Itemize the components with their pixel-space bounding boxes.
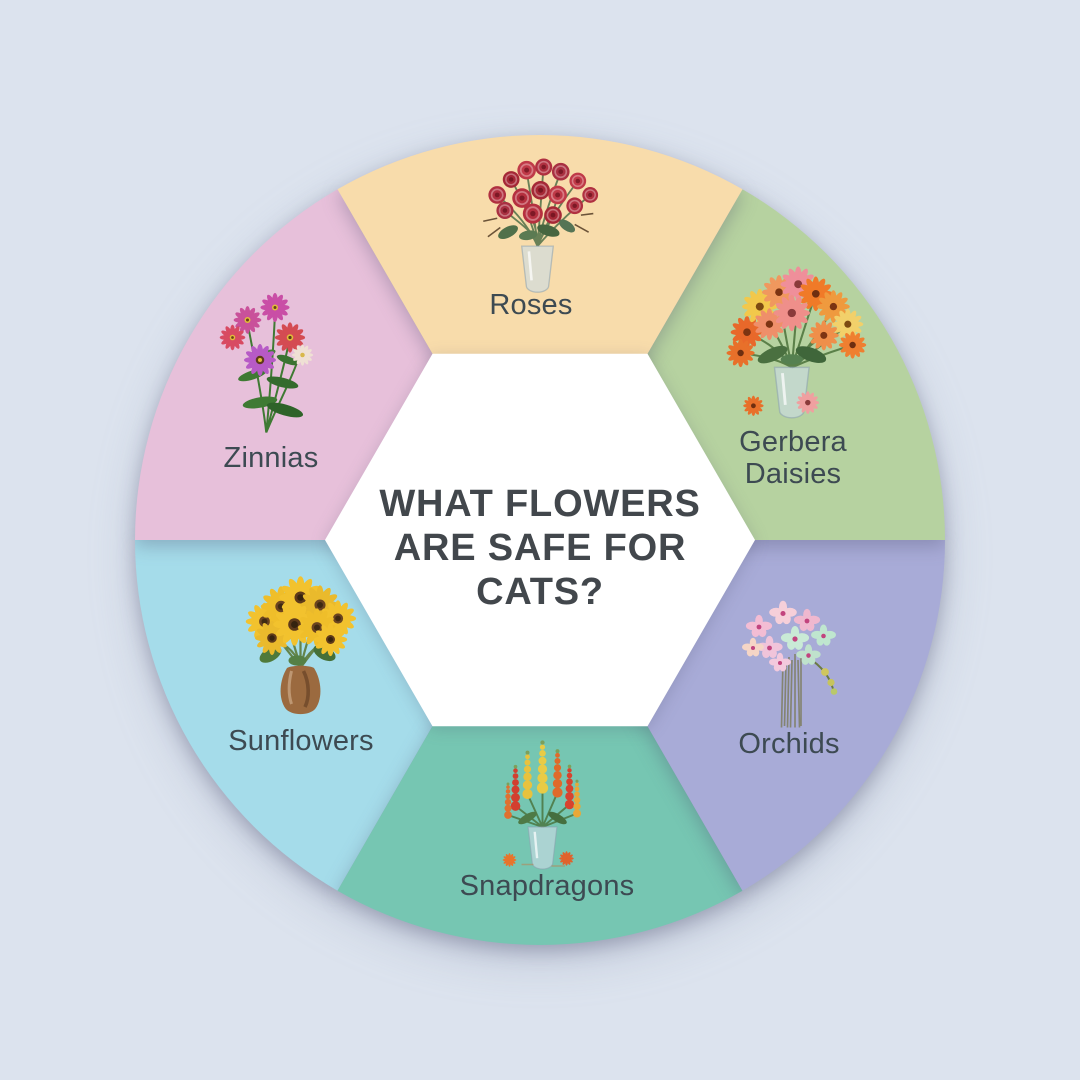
zinnias-bouquet-illustration xyxy=(219,292,314,433)
title-line-1: WHAT FLOWERS xyxy=(379,483,701,525)
label-roses: Roses xyxy=(489,289,573,321)
orchids-bouquet-illustration xyxy=(741,600,838,728)
label-gerbera-daisies: Gerbera Daisies xyxy=(739,426,847,491)
sunflowers-bouquet-illustration xyxy=(245,576,357,715)
segment-roses xyxy=(337,135,743,540)
label-orchids: Orchids xyxy=(738,728,840,760)
label-sunflowers: Sunflowers xyxy=(228,725,374,757)
title-line-3: CATS? xyxy=(476,571,604,613)
page-title: WHAT FLOWERS ARE SAFE FOR CATS? xyxy=(340,482,740,614)
label-snapdragons: Snapdragons xyxy=(459,870,635,902)
ceramic-vase xyxy=(280,665,321,715)
title-line-2: ARE SAFE FOR xyxy=(393,527,687,569)
center-hexagon xyxy=(325,353,755,727)
label-zinnias: Zinnias xyxy=(223,442,319,474)
snapdragons-bouquet-illustration xyxy=(502,740,581,871)
gerbera-daisies-bouquet-illustration xyxy=(726,266,867,420)
roses-bouquet-illustration xyxy=(483,157,599,294)
segment-snapdragons xyxy=(337,540,743,945)
